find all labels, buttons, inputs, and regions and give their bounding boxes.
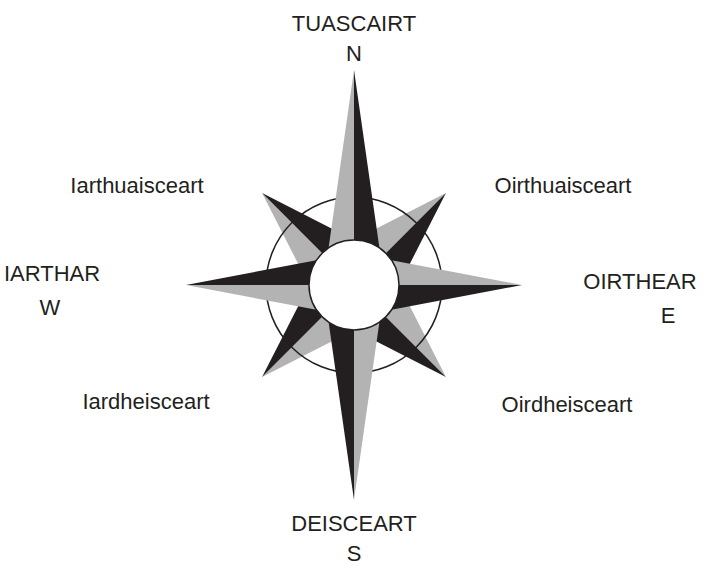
direction-label: Iardheisceart	[82, 391, 209, 413]
direction-label: Oirdheisceart	[502, 394, 633, 416]
direction-label: TUASCAIRT	[292, 13, 416, 35]
direction-label: DEISCEART	[291, 513, 417, 535]
compass-hub	[309, 240, 399, 330]
direction-label: OIRTHEAR	[583, 271, 696, 293]
direction-label: N	[346, 43, 362, 65]
direction-label: E	[661, 305, 676, 327]
direction-label: S	[347, 543, 362, 565]
direction-label: Iarthuaisceart	[70, 175, 203, 197]
direction-label: Oirthuaisceart	[495, 175, 632, 197]
direction-label: IARTHAR	[4, 263, 100, 285]
direction-label: W	[40, 297, 61, 319]
